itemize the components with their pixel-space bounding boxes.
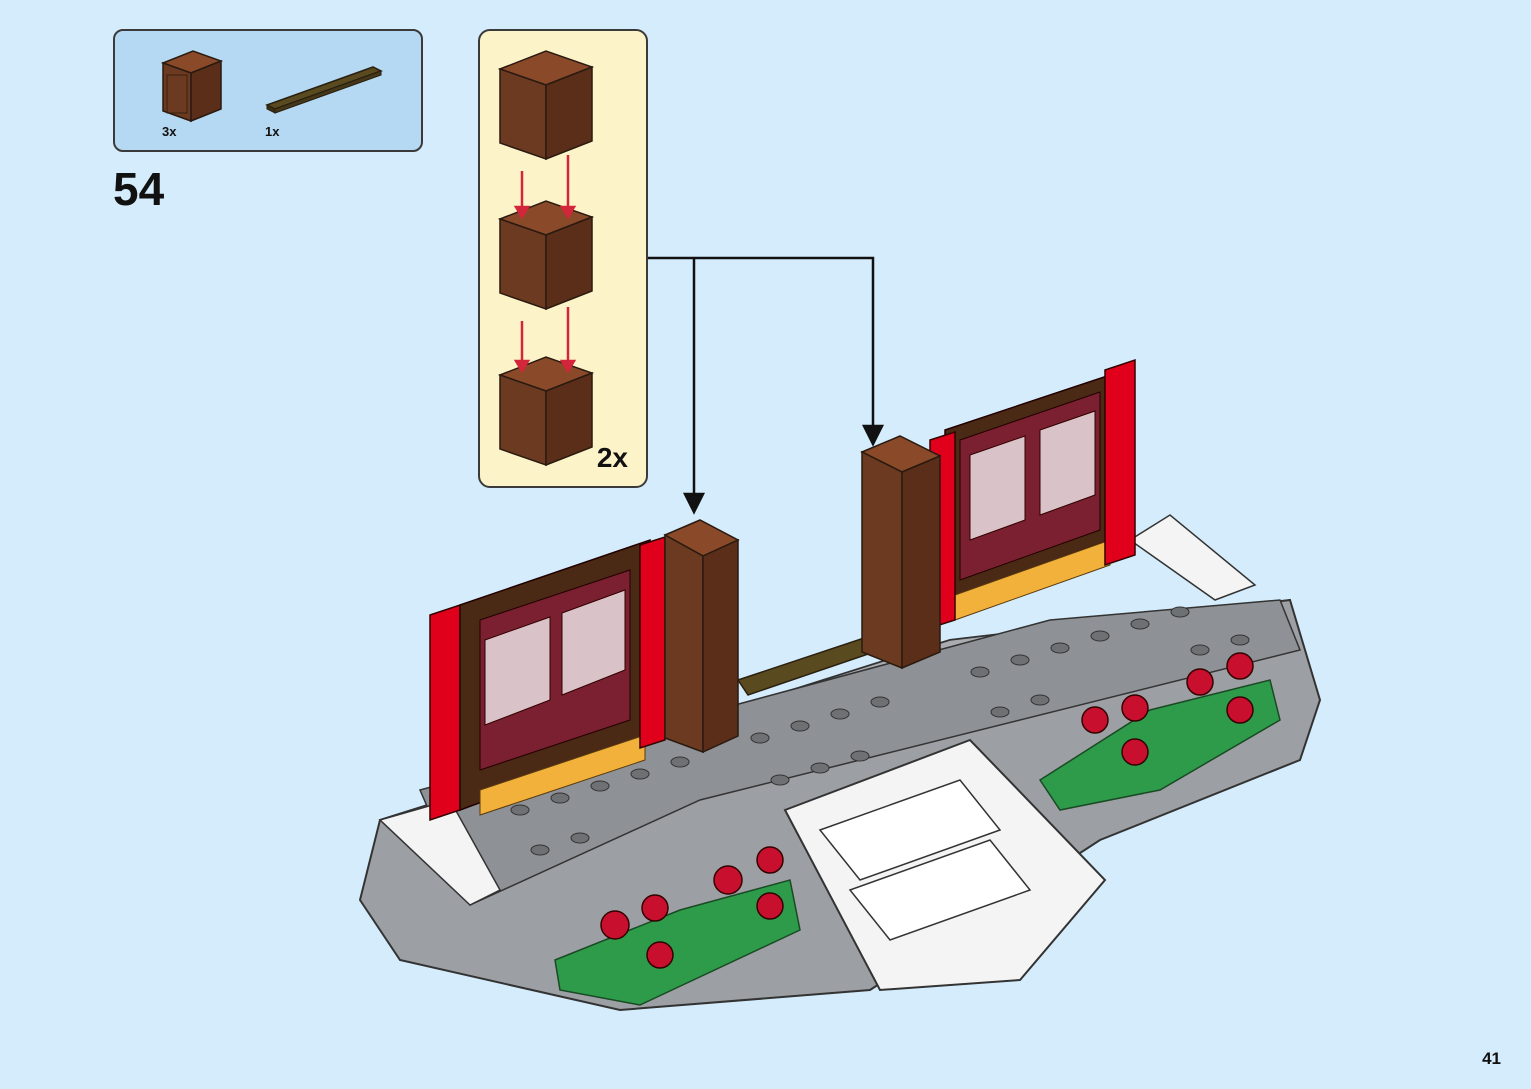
dark-brown-connecting-plate <box>738 636 880 695</box>
left-wall-section <box>430 537 665 820</box>
flower-bed-right <box>1040 653 1280 810</box>
brown-pillar-right <box>862 436 940 668</box>
brown-window-frame-brick-icon <box>163 51 221 121</box>
right-wall-section <box>930 360 1135 628</box>
grey-baseplate <box>360 600 1320 1010</box>
part-qty: 1x <box>265 124 279 139</box>
baseplate-studs <box>511 607 1249 855</box>
frame-brick-middle <box>500 201 592 309</box>
subassembly-illustration <box>480 31 650 490</box>
page-number: 41 <box>1482 1049 1501 1069</box>
frame-brick-bottom <box>500 357 592 465</box>
frame-brick-top <box>500 51 592 159</box>
subassembly-multiplier: 2x <box>597 442 628 474</box>
brown-pillar-left <box>665 520 738 752</box>
parts-list-callout: 3x 1x <box>113 29 423 152</box>
dark-brown-plate-icon <box>267 67 381 113</box>
subassembly-callout: 2x <box>478 29 648 488</box>
white-corner-right <box>1130 515 1255 600</box>
step-number: 54 <box>113 162 164 216</box>
placement-arrows-icon <box>648 258 882 512</box>
flower-bed-left <box>555 847 800 1005</box>
part-qty: 3x <box>162 124 176 139</box>
white-corner-left <box>380 800 500 905</box>
white-staircase <box>785 740 1105 990</box>
